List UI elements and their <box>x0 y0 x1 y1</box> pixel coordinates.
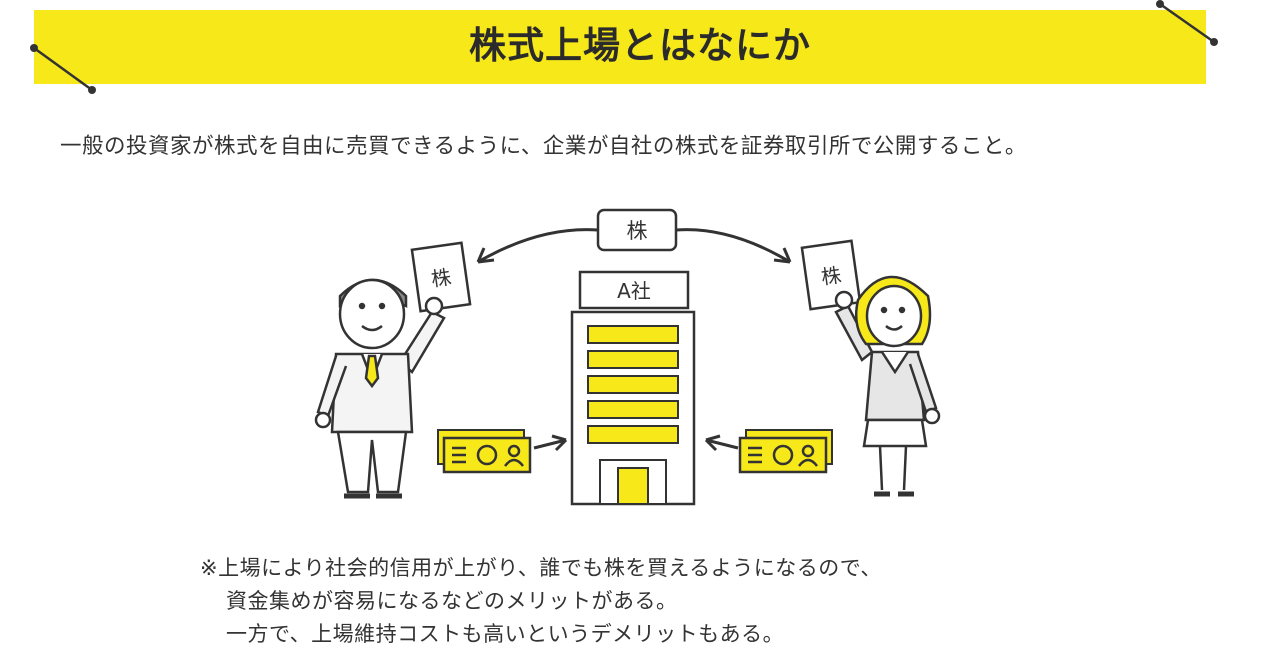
share-arrow-arcs <box>476 228 792 264</box>
title-banner <box>34 10 1206 84</box>
left-paper-label: 株 <box>430 265 453 292</box>
lead-text: 一般の投資家が株式を自由に売買できるように、企業が自社の株式を証券取引所で公開す… <box>60 134 1027 159</box>
right-paper-label: 株 <box>820 263 843 290</box>
money-right-icon <box>738 429 833 474</box>
female-investor-figure: 株 <box>800 239 941 497</box>
money-left-icon <box>437 429 532 474</box>
share-label: 株 <box>627 219 648 243</box>
company-building: A社 <box>570 270 696 506</box>
note-block: ※上場により社会的信用が上がり、誰でも株を買えるようになるので、 資金集めが容易… <box>200 552 1200 651</box>
company-label: A社 <box>617 279 651 303</box>
note-line-2: 資金集めが容易になるなどのメリットがある。 <box>226 589 678 613</box>
money-arrow-right <box>704 434 739 452</box>
listing-diagram: 株 A社 <box>314 208 941 506</box>
right-arc <box>675 228 791 264</box>
left-arc <box>477 228 599 264</box>
male-investor-figure: 株 <box>314 241 472 499</box>
share-label-box: 株 <box>596 208 678 252</box>
banner-decoration <box>30 0 1218 94</box>
money-arrow-left <box>533 434 568 452</box>
note-line-3: 一方で、上場維持コストも高いというデメリットもある。 <box>226 622 785 646</box>
note-line-1: ※上場により社会的信用が上がり、誰でも株を買えるようになるので、 <box>200 556 882 580</box>
page-title: 株式上場とはなにか <box>469 24 811 67</box>
